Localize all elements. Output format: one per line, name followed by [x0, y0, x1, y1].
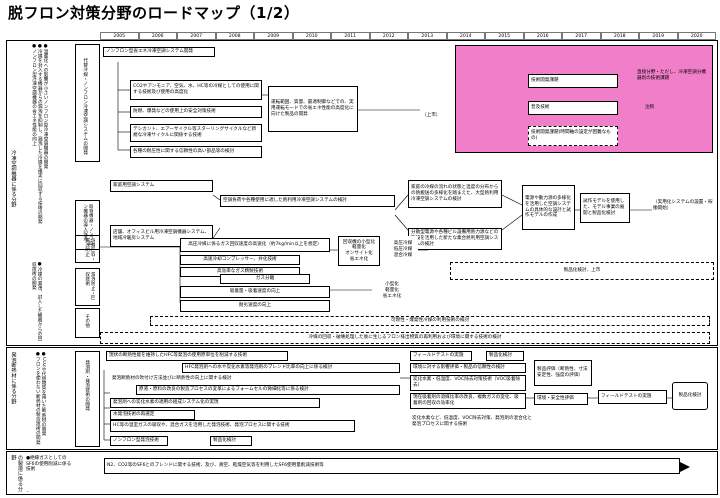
operation-optimization-box: 運転範囲、質量、最適制御などでの、実用運転モードでの省エネ性能の高度化に向けた製…	[268, 86, 358, 132]
foam-reduce-box: 現状の断熱性能を維持したHFC等発泡の使用原単位を削減する技術	[106, 351, 288, 361]
year-cell: 2012	[369, 32, 408, 40]
sub-label-promotion: 既存機器・ノンフロン機器の導入促進	[82, 204, 94, 246]
sub-label-foam-dev: 発泡剤・発泡技術の開発	[84, 360, 90, 411]
heat-use-system-box: 空調負荷や各種使用に適した熱利用冷凍空調システムの検討	[220, 195, 395, 207]
year-cell: 2019	[639, 32, 678, 40]
field-test-box-2: フィールドテストの実施	[598, 390, 667, 404]
adsorption-box: 吸着量・吸着速度の向上	[180, 286, 330, 298]
year-cell: 2005	[100, 32, 139, 40]
year-cell: 2020	[677, 32, 716, 40]
foam-blend-box: HFC発泡剤への水や炭化水素等発泡剤のブレンド比率の向上に係る検討	[182, 363, 400, 373]
recovery-unit-box: 回収機の小型化 軽量化 オンサイト化 省エネ化	[338, 236, 380, 266]
distributed-source-box: 分散型電源や各種ビル設備用熱力源などの施設を活用した新たな集合熱利用空調システム…	[408, 228, 502, 250]
foam-spray-box: 発泡断熱材の吹付け方法並びに断熱性の向上に関する検討	[110, 375, 336, 383]
year-cell: 2018	[600, 32, 639, 40]
home-ac-box: 家庭用空調システム	[110, 180, 213, 192]
band-sf6-frame	[6, 451, 718, 495]
env-safety-eval-box: 環境・安全性評価	[534, 393, 588, 405]
year-cell: 2016	[523, 32, 562, 40]
nonfron-system-dev-box: ノンフロン型省エネ冷凍空調システム開発	[103, 47, 215, 57]
water-foam-box: 水発泡技術の再選定	[110, 410, 195, 420]
sub-label-leak: 漏洩防止・回収技術	[84, 272, 96, 300]
year-cell: 2008	[215, 32, 254, 40]
sub-frame-2	[75, 200, 100, 250]
goal-refrigeration-text: ●温暖化への影響が小さいノンフロン型冷凍空調機器の開発 ●冷媒を封入する機器から…	[31, 44, 48, 224]
sub-frame-1	[75, 44, 100, 162]
sub-label-other: その他	[84, 314, 90, 328]
motor-source-box: 電源や動力源の多様化を活用した空調システムの具体的な設計と試作モデルの作成	[522, 185, 575, 230]
year-cell: 2014	[446, 32, 485, 40]
gas-separation-box: ガス分離	[220, 274, 310, 284]
sf6-reduction-box: N2、CO2等のSF6とのブレンドに関する技術、及び、真空、乾燥空気等を利用した…	[104, 458, 680, 474]
product-evaluation-box: 製品評価（断熱性、寸法安定性、強度の評価）	[534, 360, 592, 386]
band-foam-frame	[6, 347, 718, 450]
legend-tech-note: 直接分野・ただし、冷凍空調分機器別の技術課題	[637, 70, 706, 81]
sub-frame-3	[75, 235, 100, 263]
year-cell: 2017	[562, 32, 601, 40]
band-foam-label: 発泡断熱材に係る分野	[10, 352, 17, 404]
trial-model-box: 試作モデルを使用した、モデル事業の展開と製品化検討	[580, 193, 630, 223]
year-cell: 2007	[177, 32, 216, 40]
flammable-refrigerant-box: 可燃性・爆発性冷媒の利用技術の検討	[150, 316, 710, 326]
legend-spread-box: 普及技術	[528, 101, 618, 115]
band-refrigeration-label: 冷凍空調機器に係る分野	[10, 150, 17, 208]
hc-gas-foam-box: HC等の温室ガスの吸収や、混合ガスを活用した発泡技術、発泡プロセスに関する技術	[110, 420, 355, 432]
year-cell: 2011	[331, 32, 370, 40]
goal-recovery-text: ●冷媒の漏洩、封入した機器からの回収技術の開発	[31, 262, 42, 341]
foam-hc-apply-box: 発泡剤への炭化水素の適用の組成システム化の実現	[110, 398, 320, 408]
band-refrigeration-frame	[6, 40, 718, 346]
sub-frame-4	[75, 268, 100, 306]
pressure-parts-box: 各種の耐圧性に関する信頼性の高い部品等の検討	[130, 146, 262, 158]
field-test-box-1: フィールドテストの実施	[410, 351, 472, 361]
environment-impact-box: 環境に対する影響評価・製品の信頼性の検討	[410, 363, 526, 373]
adsorbent-improve-box: 現在吸着剤の溶媒比率の改良、複数ガスの変化、吸着剤の回収の効率化	[410, 393, 526, 409]
legend-tech-box: 技術開発課題	[528, 74, 618, 88]
refrigerant-pressure-box: 高圧冷媒 低圧冷媒 混合冷媒	[388, 236, 418, 264]
year-cell: 2013	[408, 32, 447, 40]
product-review-box-2: 製品化検討	[672, 382, 708, 410]
safety-measure-box: 防燃、爆発などの使用上の安全対策技術	[130, 106, 262, 118]
heat-transport-box: 家庭の冷媒の流れの状態と温度の分布からの熱搬送の多様化を踏まえた、大型熱利用冷凍…	[408, 180, 502, 208]
year-cell: 2006	[138, 32, 177, 40]
goal-sf6-text: ●絶縁ガスとしてのSF6の使用削減に係る技術	[24, 455, 76, 491]
legend-spread-note: 注釈	[645, 105, 655, 110]
reuse-environment-box: 冷媒の回収・破壊処理した後に生じるフロン排出物質の再利用および環境に関する技術の…	[100, 332, 710, 344]
downsizing-box: 小型化 軽量化 省エネ化	[372, 278, 412, 304]
compressor-box: 高速冷却コンプレッサー、弁化技術	[180, 255, 300, 265]
goal-foam-text: ●CO2や代替物質を用いた断熱材の開発 ●フロンを使わない断熱材の製造技術の開発	[35, 352, 46, 445]
product-review-box-1: 製品化検討	[486, 351, 524, 361]
foam-product-box: 製品化検討	[210, 436, 252, 446]
year-cell: 2010	[292, 32, 331, 40]
voc-removal-box: 炭化水素・低温度、VOC除去対策技術（VOC吸着除去）	[410, 375, 526, 391]
year-cell: 2009	[254, 32, 293, 40]
foam-cell-box: 原液・原料の改良の製造プロセスの変革によるフォームセルの微細化等に係る検討	[136, 385, 400, 395]
year-cell: 2015	[485, 32, 524, 40]
sub-label-alt-refrigerant: 代替冷媒・ノンフロン冷凍空調システムの開発	[82, 58, 88, 155]
new-cycle-box: デシカント、エアーサイクル等スターリングサイクルなど新規な冷凍サイクルに関係する…	[130, 124, 262, 142]
product-launch-box-1: 製品化検討、上市	[450, 262, 714, 280]
legend-timeless-box: 技術開発課題(時間軸の設定が困難なもの)	[528, 126, 618, 146]
natural-refrigerant-box: CO2やアンモニア、空気、水、HC等の冷媒としての使用に関する技術及び使用の高度…	[130, 80, 262, 100]
sub-frame-5	[75, 308, 100, 338]
sub-label-recovery: 冷媒回収・漏洩防止	[84, 238, 96, 261]
launch-label-1: （上市）	[422, 113, 441, 118]
foam-process-detail-box: 炭化水素など、低温度、VOC除去対策、発泡剤の混合化と発泡プロセスに関する技術	[410, 414, 536, 430]
durability-box: 耐劣速度の向上	[180, 300, 330, 312]
nonfron-foam-box: ノンフロン型発泡技術	[110, 436, 168, 446]
practical-installation-label: （実用化システムの設置・稼働開始）	[653, 200, 713, 211]
sub-frame-6	[75, 351, 100, 447]
page-title: 脱フロン対策分野のロードマップ（1/2）	[8, 4, 300, 22]
hp-gas-recovery-box: 高圧冷媒に係るガス回収速度の高速化（約7kg/min以上を想定）	[180, 238, 330, 252]
